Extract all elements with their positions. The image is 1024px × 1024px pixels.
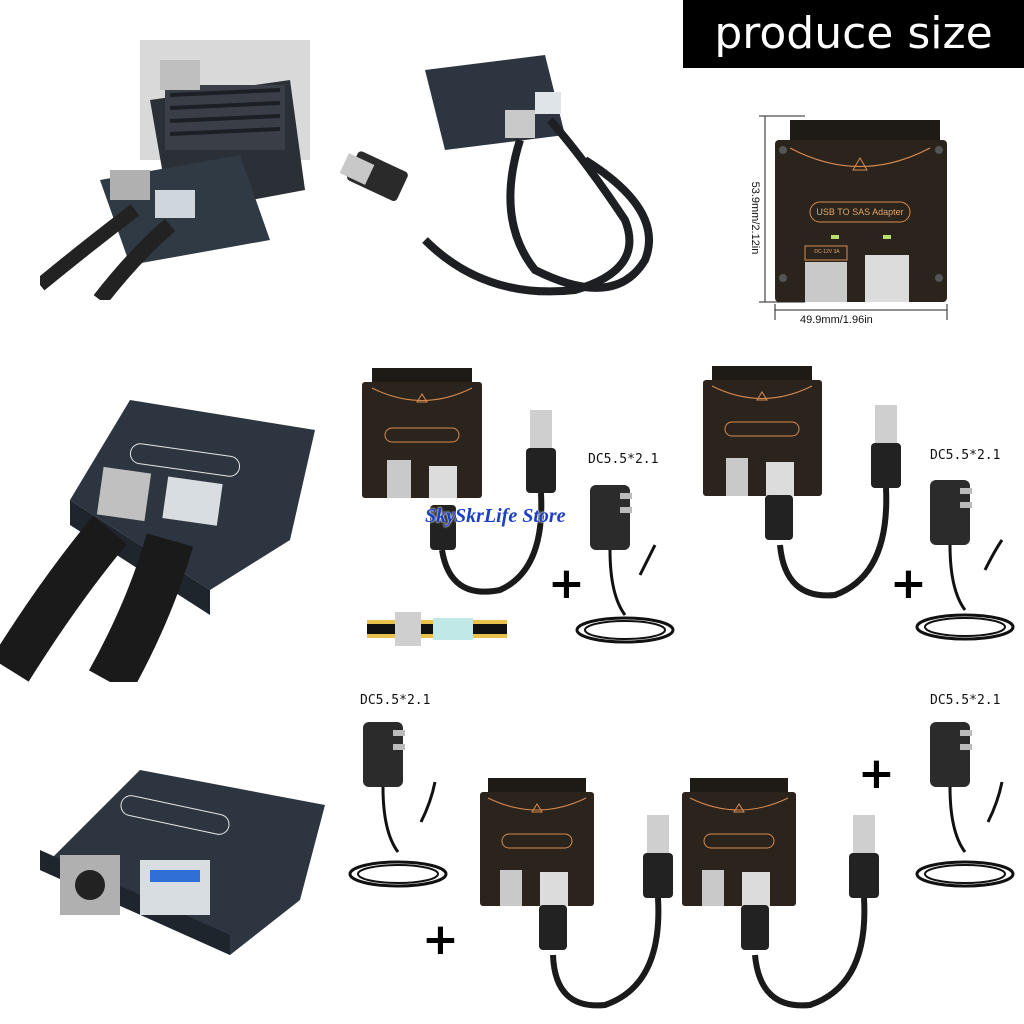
plus-sign-3: + [422,914,459,965]
kit-power-adapter-2 [910,470,1020,650]
power-spec-label-1: DC5.5*2.1 [588,452,659,467]
product-photo-heatsink [40,40,310,300]
kit-board-1 [357,368,487,498]
product-photo-closeup [0,390,320,682]
store-watermark: SkySkrLife Store [425,505,566,527]
plus-sign-4: + [858,748,895,799]
power-spec-label-2: DC5.5*2.1 [930,448,1001,463]
kit-usb-cable-2 [765,405,905,605]
dimension-drawing: USB TO SAS Adapter DC-12V 3A [735,110,955,330]
width-dimension-label: 49.9mm/1.96in [800,314,873,326]
product-photo-usb-cable [335,40,665,310]
power-spec-label-4: DC5.5*2.1 [930,693,1001,708]
kit-board-4 [680,778,798,906]
power-spec-label-3: DC5.5*2.1 [360,693,431,708]
product-photo-stack [30,760,330,960]
produce-size-banner: produce size [683,0,1024,68]
pcb-strip [367,612,507,646]
height-dimension-label: 53.9mm/2.12in [749,181,761,255]
kit-usb-cable-1 [430,410,560,600]
board-dc-label: DC-12V 3A [814,249,840,255]
kit-board-3 [478,778,596,906]
plus-sign-1: + [548,558,585,609]
kit-usb-cable-3 [535,815,675,1015]
kit-power-adapter-3 [343,712,453,897]
kit-board-2 [700,366,825,496]
kit-usb-cable-4 [735,815,885,1015]
kit-power-adapter-4 [910,712,1020,897]
plus-sign-2: + [890,558,927,609]
kit-power-adapter-1 [570,475,680,655]
board-label: USB TO SAS Adapter [816,207,904,217]
